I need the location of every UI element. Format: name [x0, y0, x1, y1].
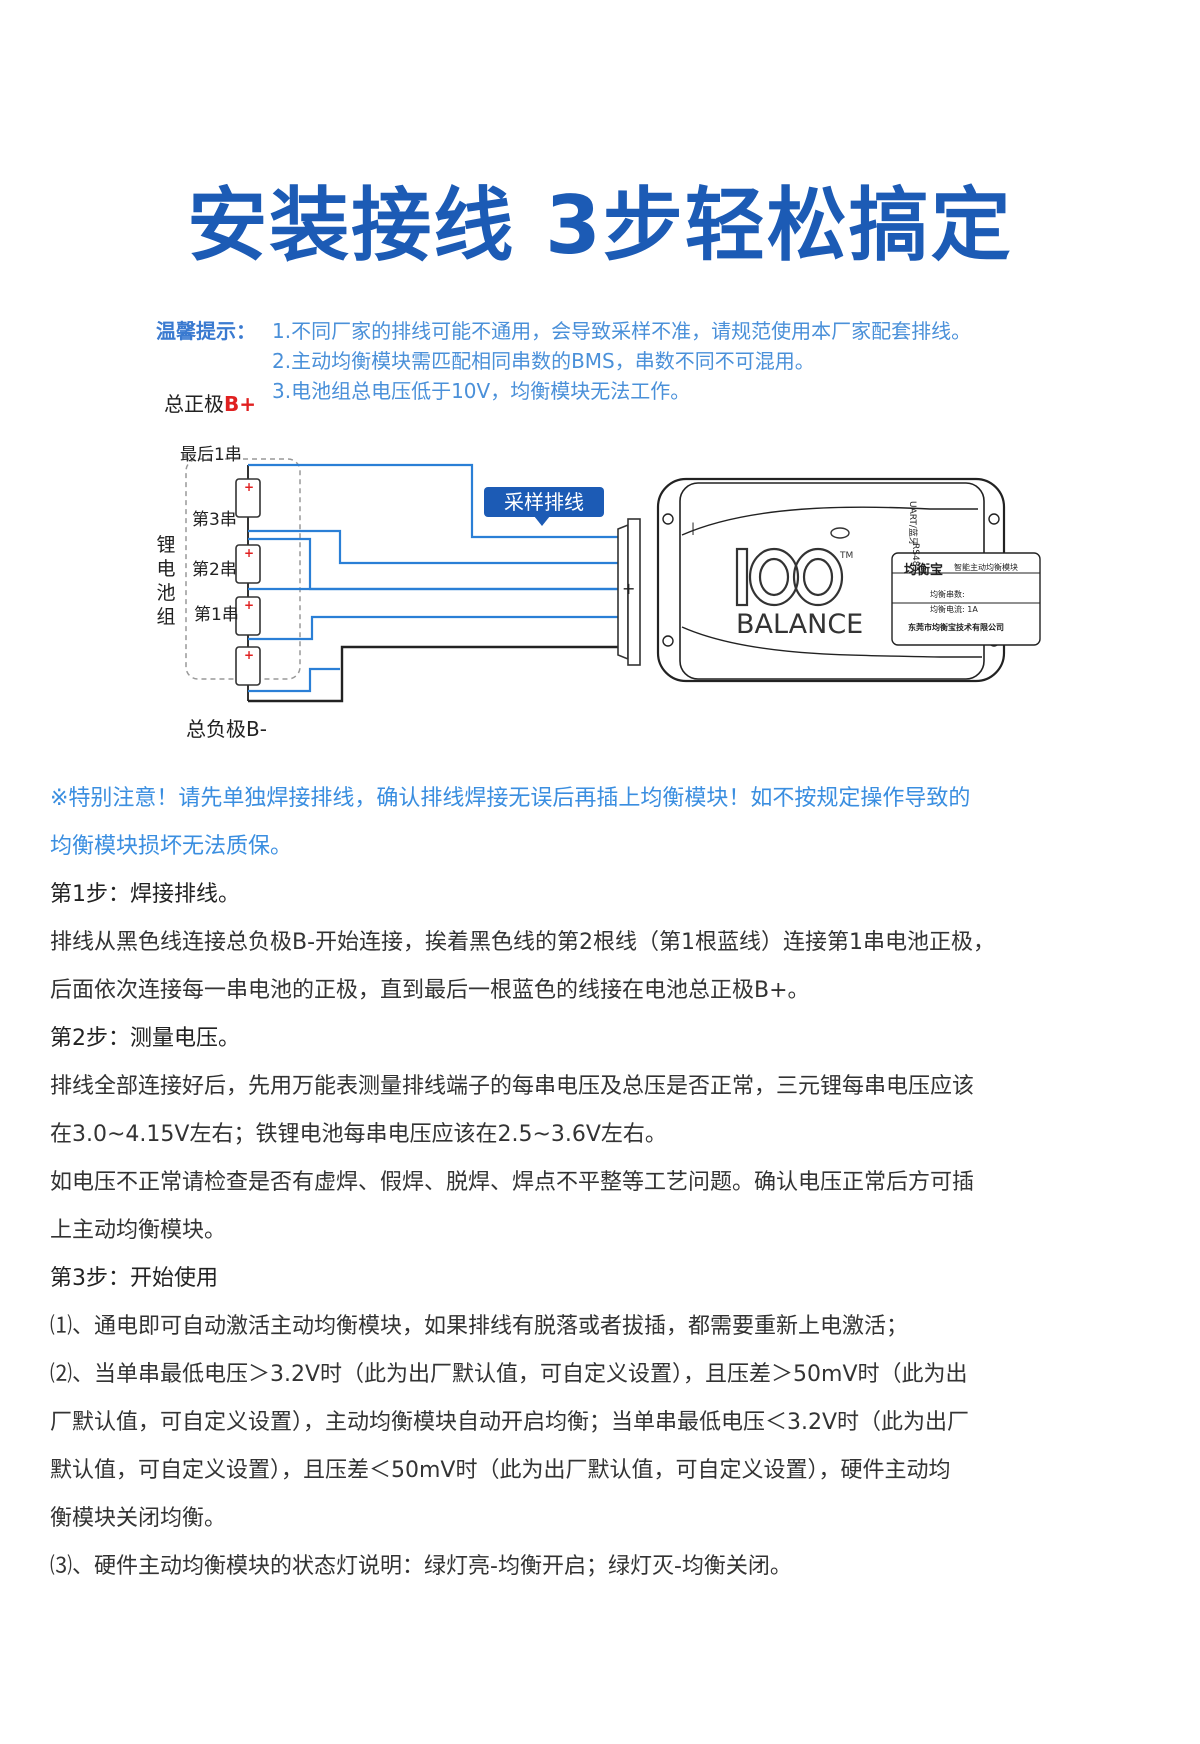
- module-subtitle: 智能主动均衡模块: [954, 563, 1018, 572]
- page-title: 安装接线 3步轻松搞定: [187, 179, 1013, 272]
- tips-block: 温馨提示： 1.不同厂家的排线可能不通用，会导致采样不准，请规范使用本厂家配套排线…: [156, 316, 971, 406]
- step3-text: 默认值，可自定义设置），且压差＜50mV时（此为出厂默认值，可自定义设置），硬件…: [50, 1458, 951, 1483]
- port-rs485: RS485: [910, 543, 920, 573]
- cell-label: 第3串: [192, 510, 237, 530]
- svg-text:+: +: [244, 546, 254, 560]
- step2-text: 排线全部连接好后，先用万能表测量排线端子的每串电压及总压是否正常，三元锂每串电压…: [50, 1074, 975, 1099]
- warning-text: ※特别注意！请先单独焊接排线，确认排线焊接无误后再插上均衡模块！如不按规定操作导…: [50, 786, 971, 811]
- wiring-diagram-graphic: + + + +: [185, 458, 1041, 703]
- logo-tm: TM: [840, 551, 854, 561]
- logo-text: BALANCE: [736, 609, 864, 640]
- instructions: ※特别注意！请先单独焊接排线，确认排线焊接无误后再插上均衡模块！如不按规定操作导…: [50, 775, 1150, 1591]
- step2-text: 在3.0~4.15V左右；铁锂电池每串电压应该在2.5~3.6V左右。: [50, 1122, 667, 1147]
- step2-text: 如电压不正常请检查是否有虚焊、假焊、脱焊、焊点不平整等工艺问题。确认电压正常后方…: [50, 1170, 975, 1195]
- step2-text: 上主动均衡模块。: [50, 1218, 227, 1243]
- cable-callout: 采样排线: [484, 487, 604, 526]
- step3-text: ⑴、通电即可自动激活主动均衡模块，如果排线有脱落或者拔插，都需要重新上电激活；: [50, 1314, 909, 1339]
- step3-text: 衡模块关闭均衡。: [50, 1506, 227, 1531]
- module-count: 均衡串数:: [930, 590, 965, 599]
- svg-text:+: +: [244, 480, 254, 494]
- step1-title: 第1步：焊接排线。: [50, 882, 240, 907]
- module-name: 均衡宝: [904, 563, 944, 578]
- battery-group-box: [185, 458, 301, 680]
- cell-label: 第2串: [192, 560, 237, 580]
- module-current: 均衡电流: 1A: [930, 605, 978, 614]
- positive-terminal-label: 总正极B+: [164, 392, 257, 416]
- module-minus: |: [691, 521, 695, 535]
- module-label: 均衡宝 智能主动均衡模块 均衡串数: 均衡电流: 1A 东莞市均衡宝技术有限公司: [892, 555, 1040, 647]
- step3-title: 第3步：开始使用: [50, 1266, 218, 1291]
- black-wire: [248, 645, 620, 703]
- logo-mark: [735, 547, 844, 607]
- cell-label: 第1串: [194, 605, 239, 625]
- tip-item: 2.主动均衡模块需匹配相同串数的BMS，串数不同不可混用。: [272, 349, 815, 373]
- svg-text:+: +: [244, 648, 254, 662]
- negative-terminal-label: 总负极B-: [186, 717, 267, 741]
- step2-title: 第2步：测量电压。: [50, 1026, 240, 1051]
- step3-text: ⑶、硬件主动均衡模块的状态灯说明：绿灯亮-均衡开启；绿灯灭-均衡关闭。: [50, 1554, 792, 1579]
- step1-text: 后面依次连接每一串电池的正极，直到最后一根蓝色的线接在电池总正极B+。: [50, 978, 810, 1003]
- step3-text: 厂默认值，可自定义设置），主动均衡模块自动开启均衡；当单串最低电压＜3.2V时（…: [50, 1410, 970, 1435]
- tip-row: 3.电池组总电压低于10V，均衡模块无法工作。: [156, 376, 971, 406]
- port-uart: UART/蓝牙: [907, 501, 917, 546]
- wiring-diagram: + + + +: [150, 392, 1050, 745]
- tip-item: 1.不同厂家的排线可能不通用，会导致采样不准，请规范使用本厂家配套排线。: [272, 319, 972, 343]
- step1-text: 排线从黑色线连接总负极B-开始连接，挨着黑色线的第2根线（第1根蓝线）连接第1串…: [50, 930, 996, 955]
- module-label-plate: [891, 552, 1041, 646]
- battery-group-label: 锂电池组: [156, 534, 176, 628]
- module-plus: +: [622, 579, 636, 598]
- tip-row: 温馨提示： 1.不同厂家的排线可能不通用，会导致采样不准，请规范使用本厂家配套排线…: [156, 316, 971, 346]
- logo-number: 100: [695, 585, 734, 609]
- tip-item: 3.电池组总电压低于10V，均衡模块无法工作。: [272, 379, 691, 403]
- tips-label: 温馨提示：: [156, 319, 256, 343]
- tip-row: 2.主动均衡模块需匹配相同串数的BMS，串数不同不可混用。: [156, 346, 971, 376]
- battery-cell: [235, 478, 261, 686]
- svg-text:+: +: [244, 598, 254, 612]
- step3-text: ⑵、当单串最低电压＞3.2V时（此为出厂默认值，可自定义设置），且压差＞50mV…: [50, 1362, 968, 1387]
- cell-label: 最后1串: [180, 445, 242, 465]
- module-company: 东莞市均衡宝技术有限公司: [908, 623, 1004, 632]
- warning-text: 均衡模块损坏无法质保。: [50, 834, 293, 859]
